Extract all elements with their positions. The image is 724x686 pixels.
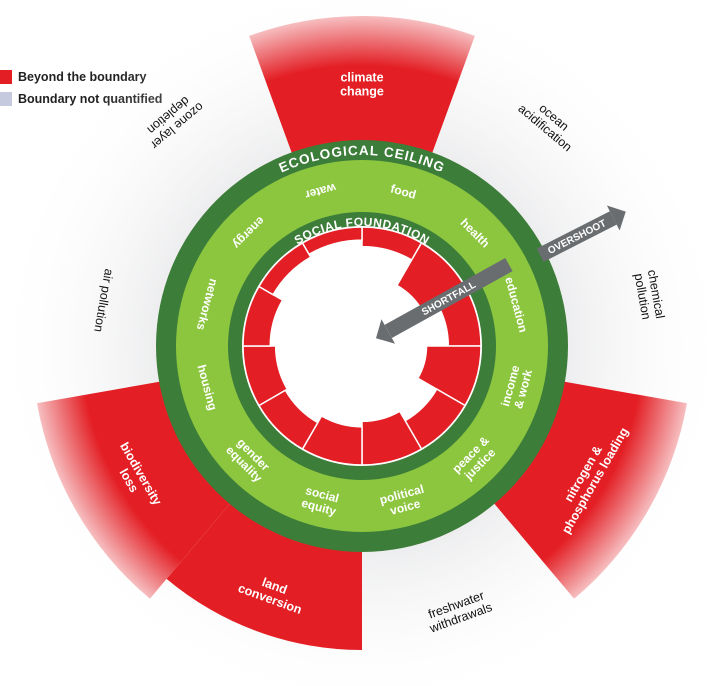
- eco-label-chemical-pollution: chemicalpollution: [631, 269, 667, 322]
- eco-wedge-bg-freshwater-withdrawals: [362, 499, 594, 686]
- social-wedge-networks: [242, 285, 284, 347]
- legend-label-beyond: Beyond the boundary: [18, 70, 147, 84]
- eco-wedge-climate-change: [249, 15, 475, 159]
- eco-wedge-nitrogen-phosphorus-loading: [490, 380, 687, 599]
- social-wedge-energy: [257, 241, 312, 296]
- legend-swatch-not-quantified: [0, 92, 12, 106]
- eco-wedge-bg-air-pollution: [1, 166, 189, 409]
- legend-item-beyond: Beyond the boundary: [0, 66, 162, 88]
- social-label-food: food: [389, 182, 418, 202]
- eco-wedge-biodiversity-loss: [37, 380, 234, 599]
- eco-wedge-land-conversion: [166, 499, 362, 650]
- social-wedge-water: [301, 226, 363, 256]
- legend-swatch-beyond: [0, 70, 12, 84]
- social-shortfall-wedges: [242, 226, 482, 466]
